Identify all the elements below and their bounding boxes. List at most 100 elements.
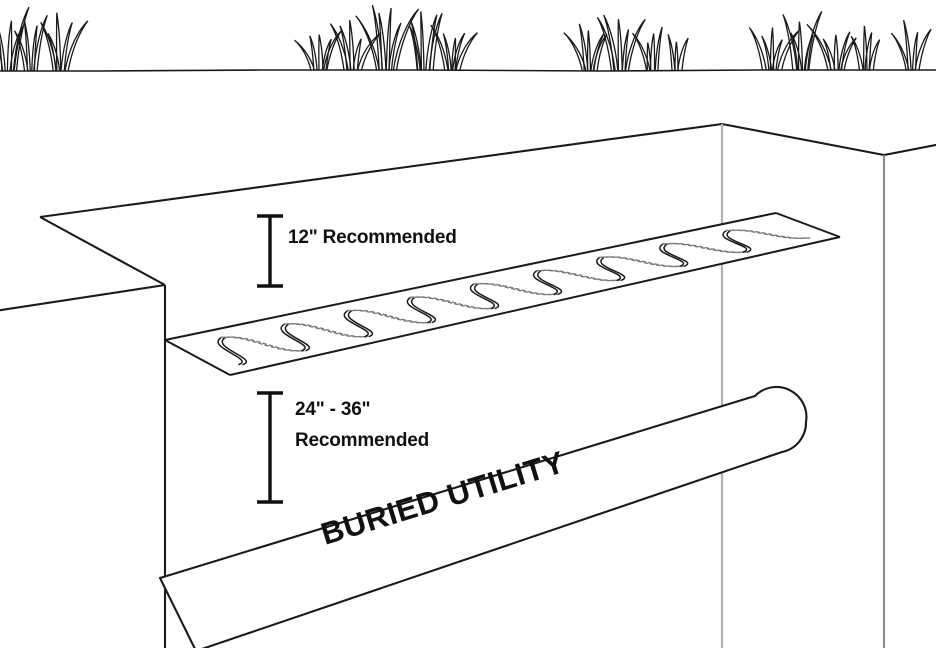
tracer-wire-bend [663, 243, 689, 267]
grass-blade [309, 35, 318, 71]
tracer-wire-bend [537, 269, 563, 295]
label-utility-depth-line1: 24" - 36" [295, 399, 370, 420]
tracer-wire-run [729, 229, 812, 240]
grass-blade [420, 11, 425, 71]
grass-blade [902, 19, 912, 71]
tracer-wire-bend [726, 229, 752, 253]
grass-blade [451, 37, 457, 71]
tracer-wire-bend [221, 336, 247, 366]
grass-blade [349, 19, 355, 71]
label-tracer-wire-depth: 12" Recommended [288, 227, 457, 248]
grass-blade [294, 39, 315, 71]
grass-blade [410, 20, 422, 71]
grass-blade [563, 32, 587, 71]
band-left-edge [164, 339, 231, 376]
grass-blade [864, 32, 873, 71]
grass-blade [357, 32, 382, 71]
band-bottom-edge [229, 236, 841, 376]
grass-blade [13, 30, 29, 71]
tracer-wire-bend [406, 296, 432, 324]
band-top-edge [164, 212, 777, 341]
grass-blade [378, 12, 387, 71]
tracer-wire-bend [217, 336, 243, 366]
grass-blade [804, 11, 823, 71]
grass-blade [649, 33, 656, 71]
grass-blade [23, 20, 31, 71]
grass-blade [890, 32, 910, 71]
tracer-wire-bend [533, 269, 558, 295]
grass-blade [748, 27, 767, 71]
grass-blade [624, 18, 646, 71]
label-utility-depth-line2: Recommended [295, 430, 429, 451]
buried-utility-pipe [158, 385, 808, 648]
grass-blade [425, 14, 438, 71]
dimension-12in [257, 214, 283, 288]
tracer-wire [217, 229, 812, 366]
grass-blade [833, 34, 839, 71]
tracer-wire-bend [343, 309, 369, 338]
grass-blade [371, 4, 384, 71]
grass-blade [321, 38, 332, 71]
grass-blade [677, 37, 689, 71]
grass-blade [911, 32, 919, 71]
grass-blade [33, 14, 48, 71]
grass-blade [352, 38, 362, 71]
dimension-lines [257, 214, 283, 504]
grass-blade [868, 39, 881, 71]
tracer-wire-bend [347, 309, 373, 338]
tracer-wire-run [603, 256, 686, 268]
trench-notch-upper-edge [39, 216, 166, 286]
grass-blade [318, 34, 324, 71]
tracer-wire-bend [280, 323, 306, 352]
grass-blade [790, 32, 803, 71]
grass-blade [603, 14, 619, 71]
tracer-wire-run [540, 269, 623, 282]
grass-blade [838, 31, 851, 71]
grass-blade [430, 24, 449, 71]
grass-blade [850, 35, 864, 71]
grass-blade [771, 39, 783, 71]
grass-blade [631, 32, 651, 71]
tracer-wire-bend [411, 296, 436, 324]
grass-blade [392, 8, 420, 71]
tracer-wire-run [224, 336, 307, 352]
grass-blade [674, 41, 679, 71]
grass-blade [388, 22, 402, 71]
grass-blade [385, 7, 392, 71]
grass-blade [408, 24, 421, 71]
grass-blade [355, 15, 380, 71]
grass-blade [64, 20, 89, 71]
grass-blade [451, 32, 466, 71]
trench-right-top-edge [721, 122, 885, 157]
tracer-wire-bend [659, 243, 684, 267]
grass-blade [578, 23, 589, 71]
tracer-wire-run [287, 323, 370, 338]
grass-blades [0, 4, 932, 71]
grass-blade [840, 37, 857, 71]
grass-blade [6, 20, 13, 71]
grass-blade [769, 27, 775, 71]
grass-blade [761, 35, 773, 71]
grass-blade [586, 30, 592, 71]
grass-blade [654, 26, 663, 71]
tracer-wire-run [477, 282, 559, 296]
tracer-wire-bend [469, 283, 495, 310]
grass-row [0, 4, 936, 72]
tracer-wire-band [164, 212, 841, 376]
grass-blade [667, 34, 676, 71]
grass-blade [55, 12, 62, 71]
grass-blade [60, 22, 73, 71]
tracer-wire-bend [600, 256, 626, 281]
tracer-wire-bend [596, 256, 621, 281]
grass-blade [455, 32, 478, 71]
ground-line [0, 69, 936, 72]
grass-blade [617, 19, 623, 71]
tracer-wire-bend [474, 283, 500, 310]
grass-blade [428, 12, 443, 71]
grass-blade [803, 34, 814, 71]
grass-blade [914, 28, 932, 71]
tracer-wire-run [414, 296, 496, 310]
excavated-trench [0, 122, 936, 648]
